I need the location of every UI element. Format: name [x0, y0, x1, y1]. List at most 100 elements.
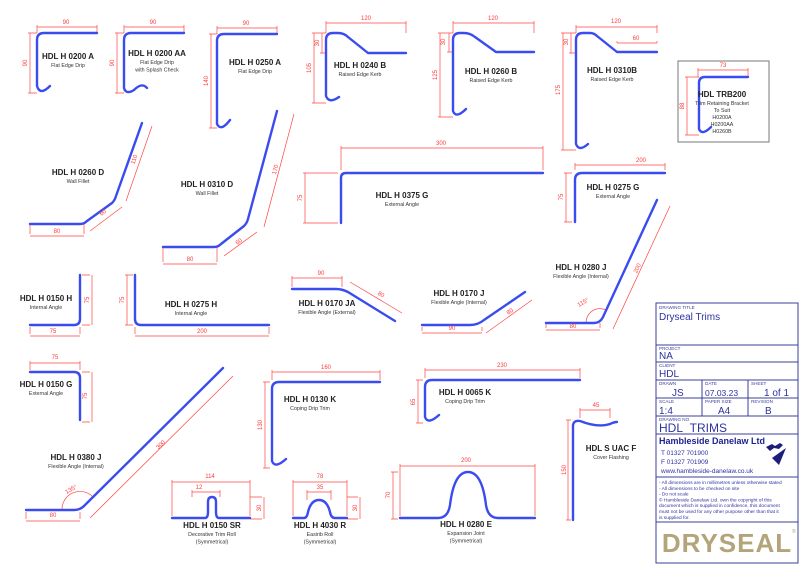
trim-description: Expansion Joint: [447, 531, 485, 537]
trim-code: HDL H 0240 B: [334, 61, 387, 70]
trim-profile-shape: [122, 31, 186, 94]
trim-code: HDL H 0150 H: [20, 294, 73, 303]
trim-description: Coping Drip Trim: [445, 399, 485, 405]
dimension-value: 78: [317, 474, 324, 480]
trim-description: Flexible Angle (Internal): [431, 300, 487, 306]
dimension-value: 200: [636, 158, 647, 164]
drawing-no-value: HDL_TRIMS: [659, 421, 727, 435]
scale-label: SCALE: [659, 399, 674, 404]
dimension-lines: [209, 26, 278, 129]
dimension-value: 175: [556, 84, 562, 95]
trim-code: HDL H 0375 G: [376, 191, 429, 200]
dimension-value: 200: [461, 458, 472, 464]
dimension-value: 80: [54, 229, 61, 235]
dimension-value: 110: [131, 154, 140, 166]
dimension-value: 90: [63, 20, 70, 26]
dimension-value: 30: [315, 39, 321, 46]
dimension-value: 30: [353, 504, 359, 511]
trim-description: Cover Flashing: [593, 455, 629, 461]
trim-profile-shape: [544, 198, 659, 325]
project-label: PROJECT: [659, 346, 681, 351]
trim-description: H0260B: [712, 129, 732, 135]
dimension-value: 75: [559, 193, 565, 200]
trim-code: HDL H 0150 SR: [183, 521, 241, 530]
dryseal-logo: DRYSEAL: [662, 528, 792, 558]
dimension-lines: [292, 480, 361, 520]
trim-code: HDL H 0065 K: [439, 388, 492, 397]
dimension-value: 105: [307, 62, 313, 73]
dimension-value: 90: [23, 59, 29, 66]
dimension-value: 35: [317, 485, 324, 491]
trim-profile-shape: [571, 419, 619, 522]
paper-size-label: PAPER SIZE: [705, 399, 732, 404]
dimension-value: 90: [318, 271, 325, 277]
trim-profile-shape: [161, 109, 279, 249]
company-website[interactable]: www.hambleside-danelaw.co.uk: [660, 468, 754, 475]
dimension-value: 80: [50, 513, 57, 519]
trim-code: HDL H 0275 H: [165, 300, 218, 309]
trim-profile-shape: [28, 370, 82, 422]
dimension-value: 70: [386, 491, 392, 498]
dimension-value: 120: [488, 16, 499, 22]
dimension-value: 120: [611, 19, 622, 25]
dimension-value: 75: [83, 392, 89, 399]
trim-description: Coping Drip Trim: [290, 406, 330, 412]
trim-description: with Splash Check: [135, 68, 179, 74]
trim-description: Internal Angle: [30, 305, 62, 311]
dimension-value: 75: [298, 194, 304, 201]
trim-description: Wall Fillet: [67, 179, 90, 185]
trim-description: Flat Edge Drip: [140, 60, 174, 66]
dimension-value: 135°: [65, 484, 79, 496]
trim-profile-shape: [324, 31, 408, 102]
trim-description: Internal Angle: [175, 311, 207, 317]
trim-code: HDL H 0170 JA: [299, 299, 356, 308]
trim-code: HDL H 0380 J: [51, 453, 102, 462]
trim-code: HDL TRB200: [698, 90, 747, 99]
trim-code: HDL S UAC F: [586, 444, 637, 453]
dimension-value: 160: [321, 365, 332, 371]
note-line: - All dimensions to be checked on site: [659, 486, 740, 492]
dimension-value: 75: [85, 296, 91, 303]
project-value: NA: [659, 351, 673, 362]
dimension-value: 130: [258, 419, 264, 430]
drawing-title: Dryseal Trims: [659, 312, 720, 323]
trim-description: (Symmetrical): [196, 540, 229, 546]
trim-description: (Symmetrical): [450, 539, 483, 545]
dimension-lines: [263, 370, 381, 469]
company-logo-icon: [766, 443, 786, 465]
title-block: DRAWING TITLE Dryseal Trims PROJECT NA C…: [655, 302, 799, 564]
trim-description: H0200AA: [711, 122, 734, 128]
note-line: document which is supplied in confidence…: [659, 503, 780, 509]
trim-code: HDL H 0260 D: [52, 168, 105, 177]
trim-code: HDL H 4030 R: [294, 521, 347, 530]
trim-profile-shape: [291, 498, 349, 520]
trim-description: External Angle: [596, 194, 630, 200]
trim-code: HDL H 0280 E: [440, 520, 493, 529]
dimension-value: 125: [433, 69, 439, 80]
trim-code: HDL H 0200 AA: [128, 49, 186, 58]
dimension-lines: [303, 146, 544, 224]
dimension-lines: [29, 125, 153, 237]
paper-size-value: A4: [718, 406, 731, 417]
trim-description: Raised Edge Kerb: [591, 77, 634, 83]
dimension-value: 75: [50, 329, 57, 335]
trim-profile-shape: [574, 31, 659, 150]
dimension-value: 90: [110, 59, 116, 66]
trim-profile-shape: [35, 31, 99, 93]
revision-label: REVISION: [751, 399, 773, 404]
trim-code: HDL H 0130 K: [284, 395, 337, 404]
company-name: Hambleside Danelaw Ltd: [659, 436, 765, 446]
trim-profile-shape: [24, 366, 225, 512]
